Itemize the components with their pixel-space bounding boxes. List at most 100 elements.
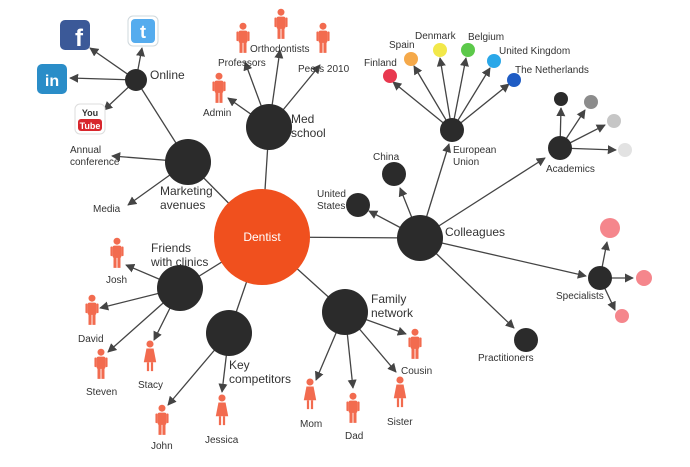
academics-dot-4[interactable]: [618, 143, 632, 157]
academics-node[interactable]: [548, 136, 572, 160]
edge-eu-netherlands: [451, 83, 510, 131]
practitioners-node[interactable]: [514, 328, 538, 352]
conference-label-2: conference: [70, 157, 120, 168]
country-dot-spain[interactable]: [404, 52, 418, 66]
cousin-label: Cousin: [401, 366, 432, 377]
us-label-1: United: [317, 189, 346, 200]
person-icon-cousin: [408, 328, 422, 359]
eu-label-2: Union: [453, 157, 479, 168]
competitors-label-1: Key: [229, 358, 250, 372]
person-icon-john: [155, 404, 169, 435]
admin-label: Admin: [203, 108, 231, 119]
country-dot-uk[interactable]: [487, 54, 501, 68]
media-label: Media: [93, 204, 121, 215]
person-icon-sister: [393, 376, 407, 408]
edge-eu-uk: [451, 67, 491, 131]
country-dot-belgium[interactable]: [461, 43, 475, 57]
medschool-node[interactable]: [246, 104, 292, 150]
person-icon-orthodontists: [274, 8, 288, 39]
david-label: David: [78, 334, 104, 345]
person-icon-admin: [212, 72, 226, 103]
colleagues-node[interactable]: [397, 215, 443, 261]
uk-label: United Kingdom: [499, 46, 570, 57]
edges: [69, 47, 634, 406]
dad-label: Dad: [345, 431, 363, 442]
us-node[interactable]: [346, 193, 370, 217]
stacy-label: Stacy: [138, 380, 163, 391]
person-icon-josh: [110, 237, 124, 268]
competitors-label-2: competitors: [229, 372, 291, 386]
edge-colleagues-specialists: [419, 237, 587, 279]
person-icon-steven: [94, 348, 108, 379]
person-icon-mom: [303, 378, 317, 410]
competitors-node[interactable]: [206, 310, 252, 356]
online-node[interactable]: [125, 69, 147, 91]
josh-label: Josh: [106, 275, 127, 286]
steven-label: Steven: [86, 387, 117, 398]
dentist-label: Dentist: [243, 230, 281, 244]
youtube-glyph-top: You: [82, 108, 98, 118]
edge-eu-denmark: [436, 57, 453, 131]
family-node[interactable]: [322, 289, 368, 335]
specialists-dot-2[interactable]: [636, 270, 652, 286]
edge-colleagues-academics: [419, 157, 546, 239]
sister-label: Sister: [387, 417, 413, 428]
belgium-label: Belgium: [468, 32, 504, 43]
john-label: John: [151, 441, 173, 452]
jessica-label: Jessica: [205, 435, 239, 446]
youtube-glyph-bottom: Tube: [80, 121, 101, 131]
mom-label: Mom: [300, 419, 322, 430]
person-icon-dad: [346, 392, 360, 423]
person-icon-david: [85, 294, 99, 325]
academics-dot-1[interactable]: [554, 92, 568, 106]
specialists-dot-1[interactable]: [600, 218, 620, 238]
specialists-node[interactable]: [588, 266, 612, 290]
medschool-label-2: school: [291, 126, 326, 140]
orthodontists-label: Orthodontists: [250, 44, 309, 55]
professors-label: Professors: [218, 58, 266, 69]
eu-label-1: European: [453, 145, 496, 156]
family-label-2: network: [371, 306, 414, 320]
friends-label-2: with clinics: [150, 255, 208, 269]
marketing-node[interactable]: [165, 139, 211, 185]
facebook-glyph: f: [75, 25, 84, 52]
denmark-label: Denmark: [415, 31, 457, 42]
marketing-label-1: Marketing: [160, 184, 213, 198]
specialists-label: Specialists: [556, 291, 604, 302]
medschool-label-1: Med: [291, 112, 314, 126]
spain-label: Spain: [389, 40, 415, 51]
academics-label: Academics: [546, 164, 595, 175]
country-dot-netherlands[interactable]: [507, 73, 521, 87]
edge-eu-spain: [413, 65, 453, 131]
edge-eu-finland: [392, 81, 453, 131]
person-icon-peers: [316, 22, 330, 53]
friends-node[interactable]: [157, 265, 203, 311]
marketing-label-2: avenues: [160, 198, 205, 212]
online-label: Online: [150, 68, 185, 82]
peers-label: Peers 2010: [298, 64, 350, 75]
edge-eu-belgium: [451, 57, 469, 131]
person-icon-professors: [236, 22, 250, 53]
youtube-icon[interactable]: You Tube: [74, 103, 106, 135]
academics-dot-2[interactable]: [584, 95, 598, 109]
person-icon-jessica: [215, 394, 229, 426]
country-dot-denmark[interactable]: [433, 43, 447, 57]
family-label-1: Family: [371, 292, 406, 306]
twitter-icon[interactable]: t: [127, 15, 159, 47]
dentist-node[interactable]: [214, 189, 310, 285]
finland-label: Finland: [364, 58, 397, 69]
netherlands-label: The Netherlands: [515, 65, 589, 76]
practitioners-label: Practitioners: [478, 353, 534, 364]
specialists-dot-3[interactable]: [615, 309, 629, 323]
eu-node[interactable]: [440, 118, 464, 142]
facebook-icon[interactable]: f: [60, 20, 90, 52]
person-icon-stacy: [143, 340, 157, 372]
academics-dot-3[interactable]: [607, 114, 621, 128]
linkedin-icon[interactable]: in: [37, 64, 67, 94]
china-node[interactable]: [382, 162, 406, 186]
us-label-2: States: [317, 201, 345, 212]
conference-label-1: Annual: [70, 145, 101, 156]
country-dot-finland[interactable]: [383, 69, 397, 83]
